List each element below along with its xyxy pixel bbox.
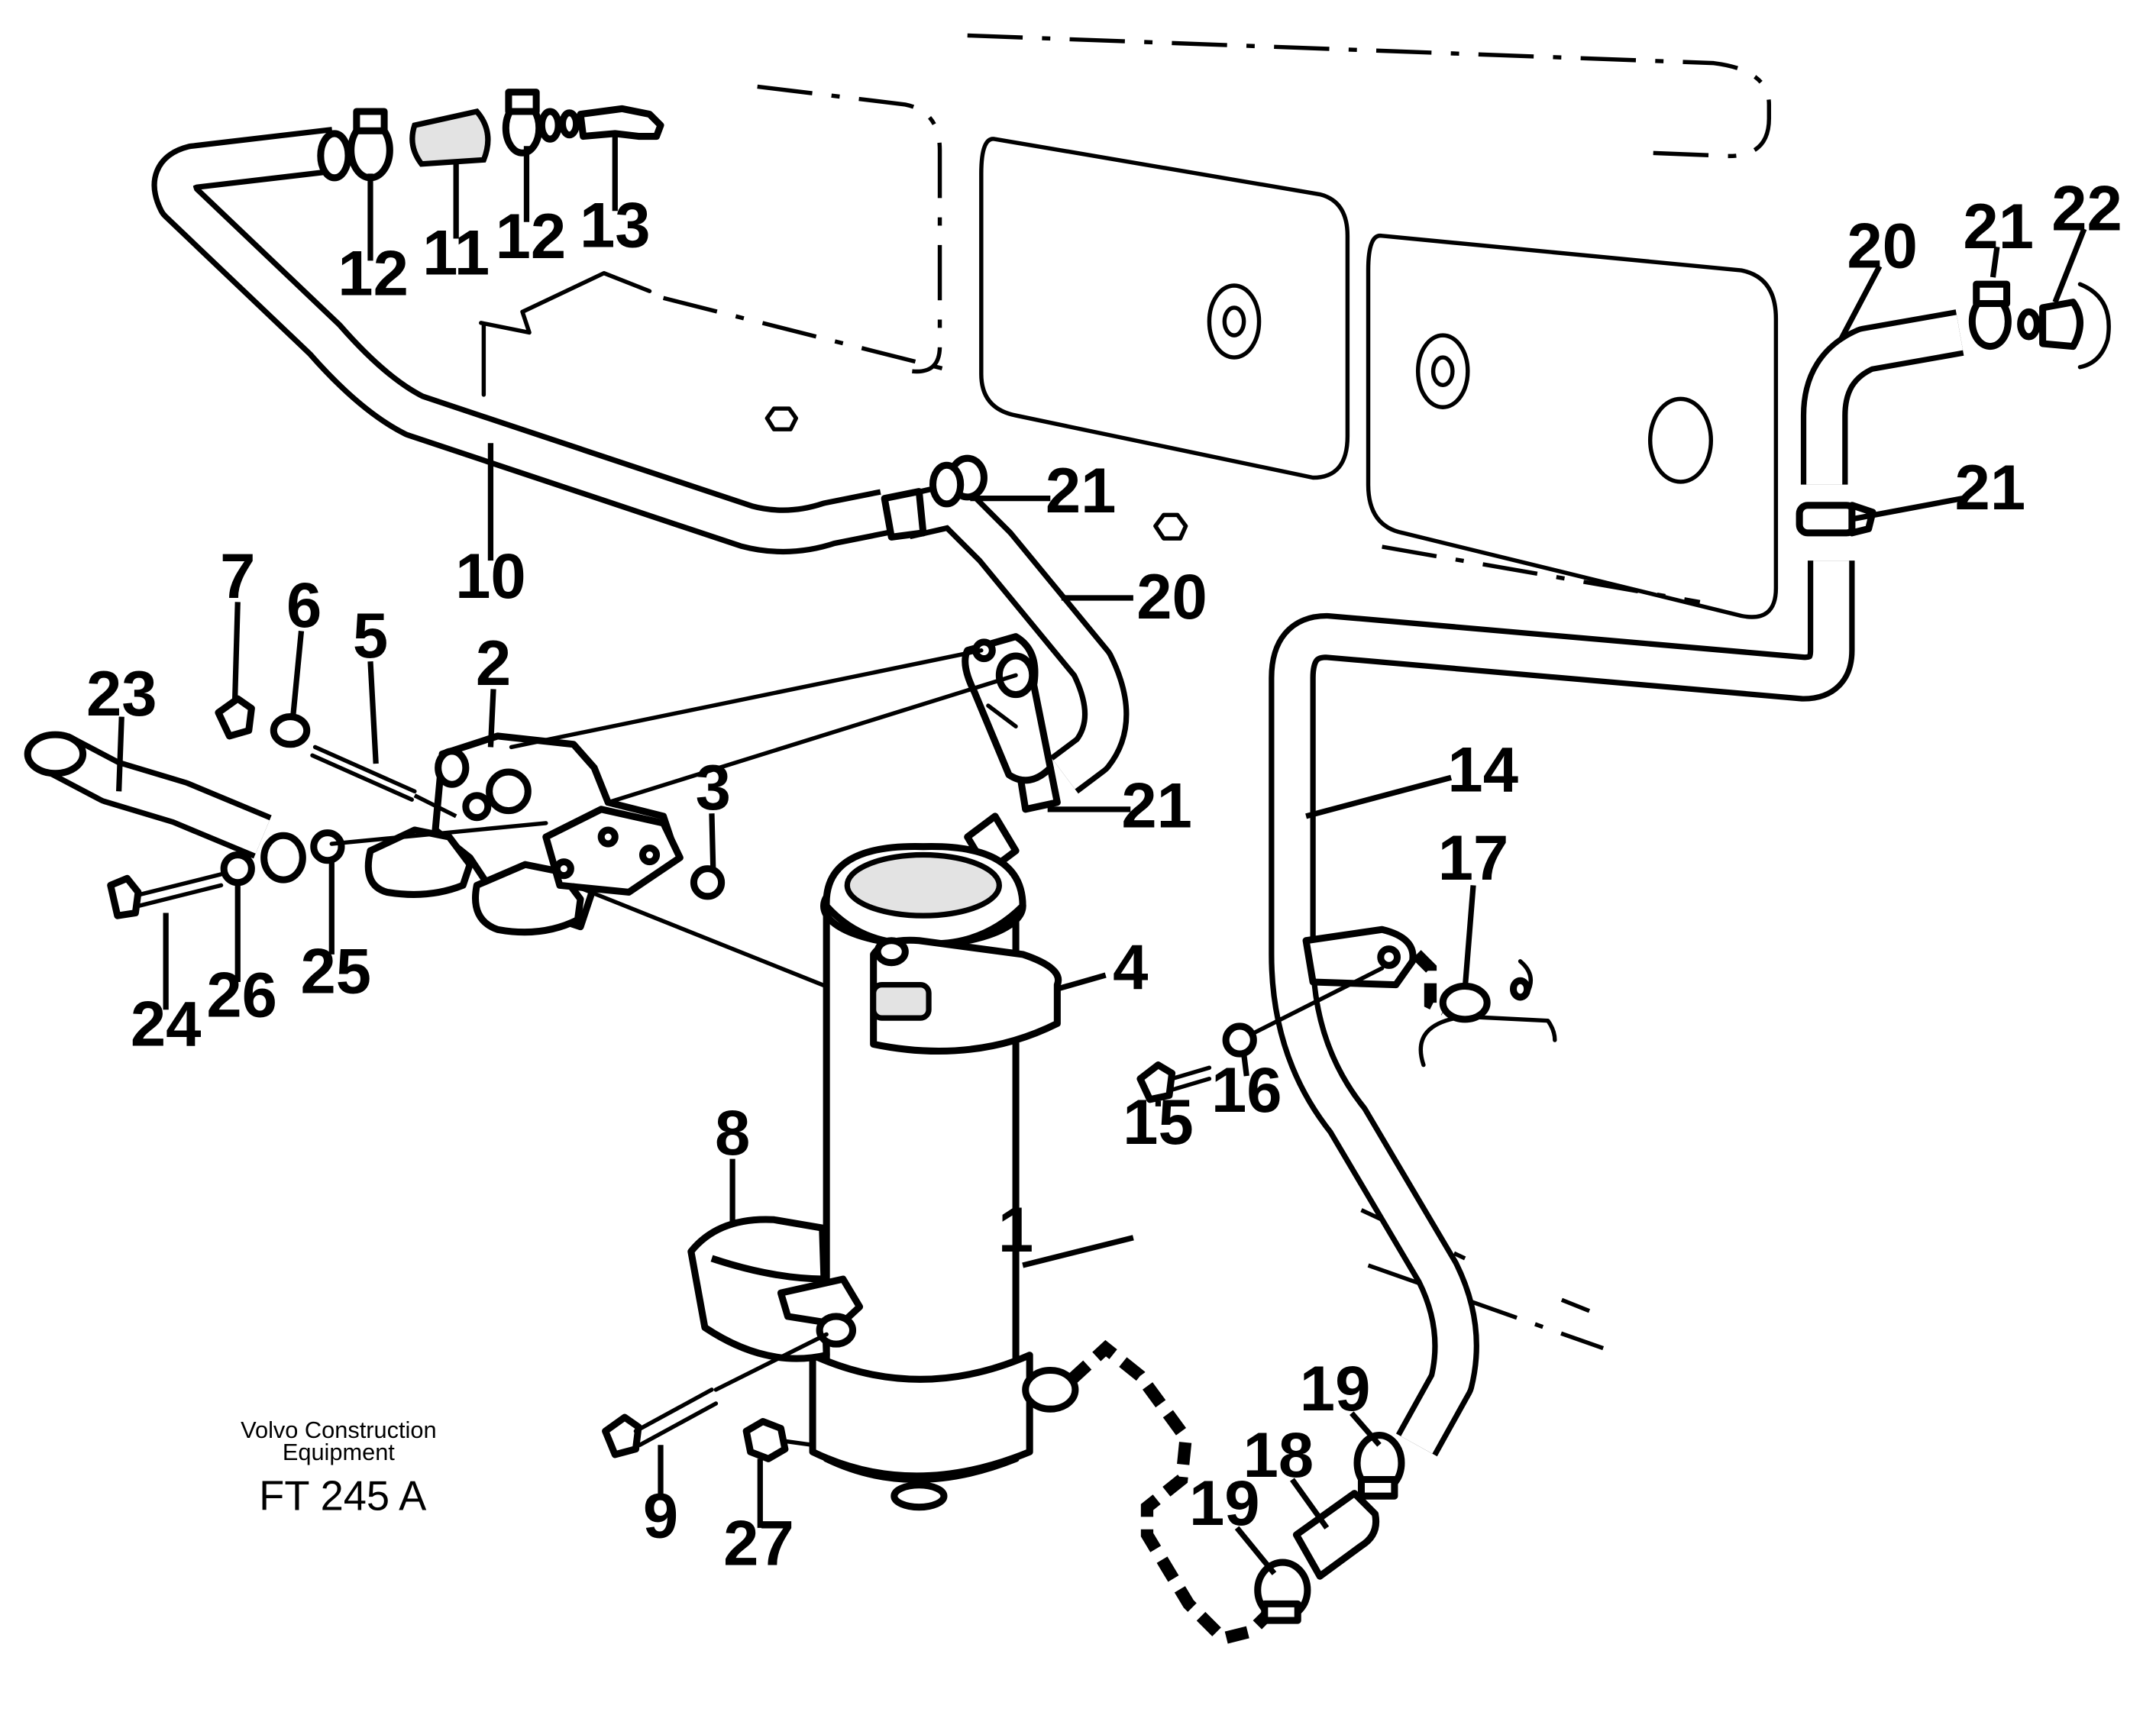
callout-23: 23 [86,658,157,729]
callout-5: 5 [353,600,388,671]
callout-25: 25 [300,936,371,1007]
ring-3 [690,865,726,900]
callout-27: 27 [723,1508,794,1579]
callout-20a: 20 [1847,210,1918,281]
callout-21d: 21 [1121,770,1192,841]
footer-company-line2: Equipment [283,1439,395,1465]
callout-18: 18 [1243,1420,1314,1491]
callout-10: 10 [455,541,526,612]
callout-21c: 21 [1046,455,1117,526]
hose-10 [151,127,890,555]
pipe-23-set [24,731,345,919]
callout-24: 24 [131,988,202,1059]
hose-14 [1269,560,1855,1457]
callout-15: 15 [1123,1087,1194,1158]
clamp-4 [870,936,1062,1055]
callout-20b: 20 [1136,561,1207,632]
callout-19a: 19 [1300,1353,1371,1424]
nut-27 [742,1417,815,1462]
callout-4: 4 [1113,932,1148,1003]
footer-drawing-code: FT 245 A [259,1472,427,1519]
callout-13: 13 [580,189,651,260]
callout-11: 11 [422,218,490,289]
bolt-9 [602,1332,829,1458]
callout-6: 6 [286,570,322,641]
callout-12a: 12 [338,238,409,309]
callout-17: 17 [1438,822,1509,893]
callout-22: 22 [2051,173,2122,244]
callout-19b: 19 [1189,1468,1260,1539]
callout-14: 14 [1447,734,1518,805]
callout-leaders [116,136,2087,1575]
clamp-8 [687,1216,864,1362]
bracket-plate [962,633,1054,784]
callout-12b: 12 [496,201,567,272]
drain-line [1066,1339,1276,1646]
callout-labels: 1 2 3 4 5 6 7 8 9 10 11 12 12 13 14 15 1… [86,173,2122,1579]
housing-2 [364,732,684,936]
callout-26: 26 [206,959,277,1030]
callout-21b: 21 [1955,452,2026,523]
drain-fittings-18-19 [1254,1432,1405,1624]
callout-7: 7 [220,541,255,612]
bolt-set-5-6-7 [215,695,457,819]
hose-20-right [1796,280,2111,537]
engine-panel-outline [479,33,1779,1351]
hose-20-centre [881,454,1130,875]
callout-2: 2 [476,628,511,699]
callout-16: 16 [1211,1055,1282,1126]
callout-21a: 21 [1963,191,2034,262]
bracket-17-set [1136,925,1531,1103]
callout-8: 8 [715,1097,750,1168]
callout-1: 1 [998,1194,1033,1265]
footer: Volvo Construction Equipment FT 245 A [241,1417,436,1519]
callout-3: 3 [696,752,731,823]
footer-company-line1: Volvo Construction [241,1417,436,1443]
callout-9: 9 [643,1480,678,1551]
top-fittings [317,89,664,182]
